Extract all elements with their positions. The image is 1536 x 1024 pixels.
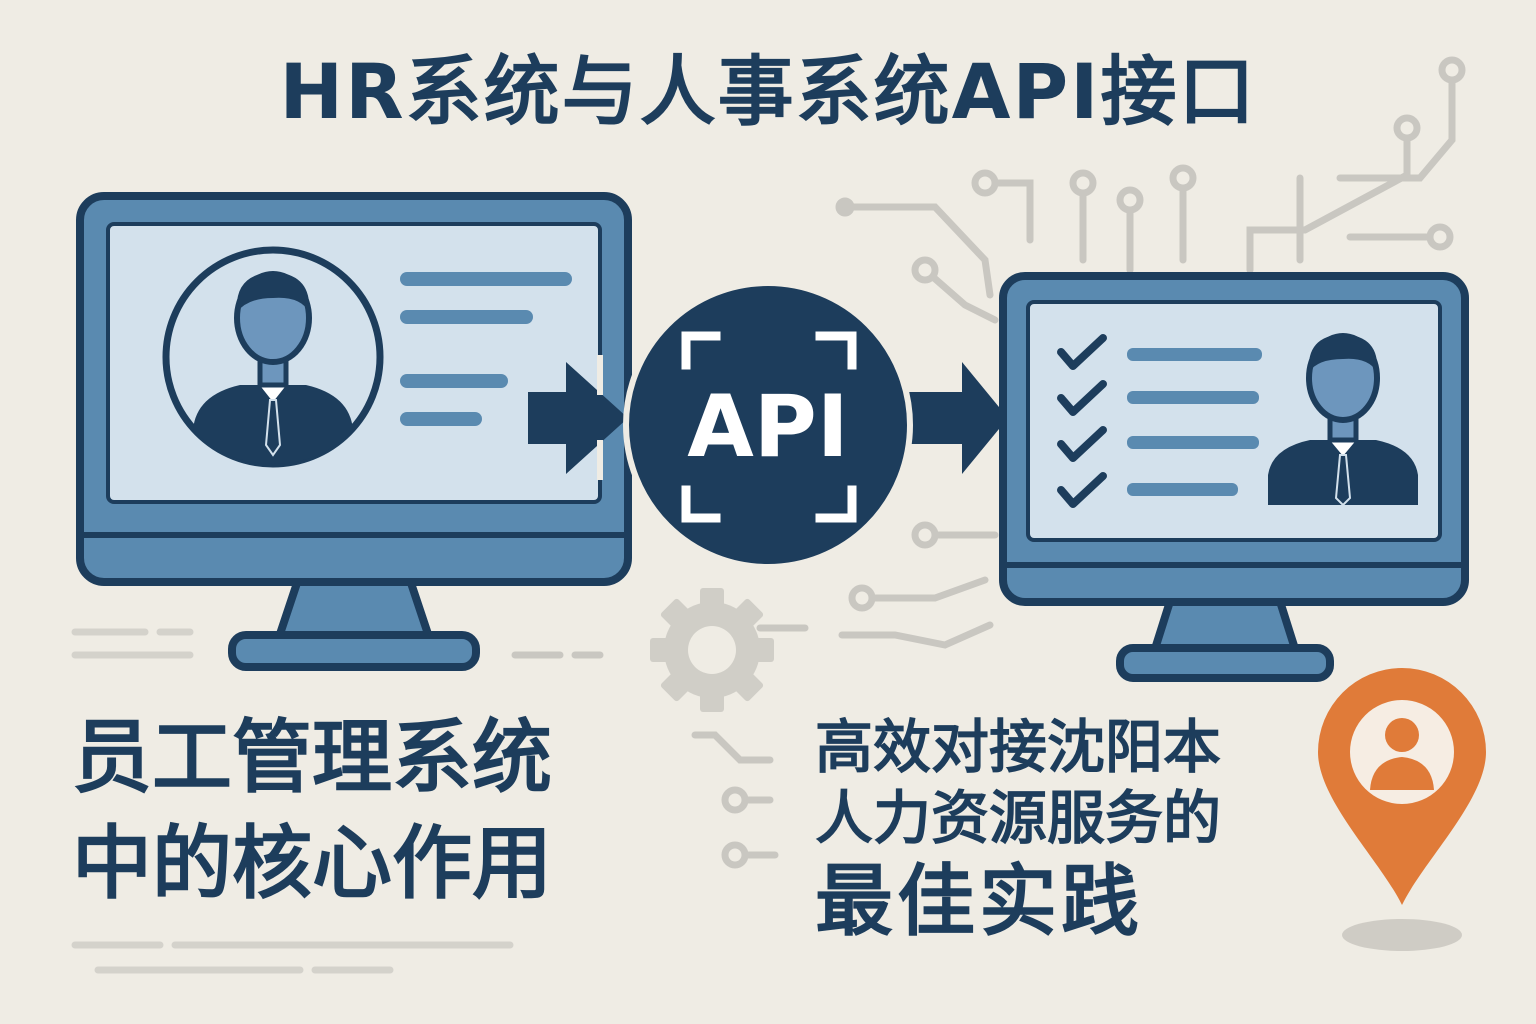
person-icon [162, 246, 384, 468]
dash-lines [71, 628, 514, 974]
page-title: HR系统与人事系统API接口 [279, 47, 1257, 136]
left-monitor [76, 192, 632, 671]
gear-icon [650, 588, 774, 712]
api-label: API [687, 377, 849, 477]
left-caption: 员工管理系统 中的核心作用 [72, 705, 692, 916]
profile-info-lines [400, 272, 572, 426]
checkmark-icon [1057, 334, 1107, 370]
checkmark-icon [1057, 472, 1107, 508]
right-monitor [999, 272, 1469, 682]
circuit-icon [511, 56, 1466, 869]
right-caption-line-3: 最佳实践 [815, 856, 1144, 947]
right-caption-line-1: 高效对接沈阳本 [815, 713, 1222, 781]
left-caption-line-2: 中的核心作用 [72, 816, 552, 910]
api-icon: API [623, 280, 1008, 570]
location-pin-icon [1318, 668, 1486, 951]
right-caption-line-2: 人力资源服务的 [815, 783, 1222, 852]
right-monitor-base [1116, 644, 1334, 682]
person-icon [1268, 333, 1418, 507]
checkmark-icon [1057, 380, 1107, 416]
left-caption-line-1: 员工管理系统 [72, 711, 552, 804]
right-caption: 高效对接沈阳本 人力资源服务的 最佳实践 [815, 712, 1315, 951]
arrow-right-icon [528, 355, 628, 480]
left-monitor-base [228, 631, 480, 671]
checkmark-icon [1057, 426, 1107, 462]
checklist [1057, 334, 1262, 508]
